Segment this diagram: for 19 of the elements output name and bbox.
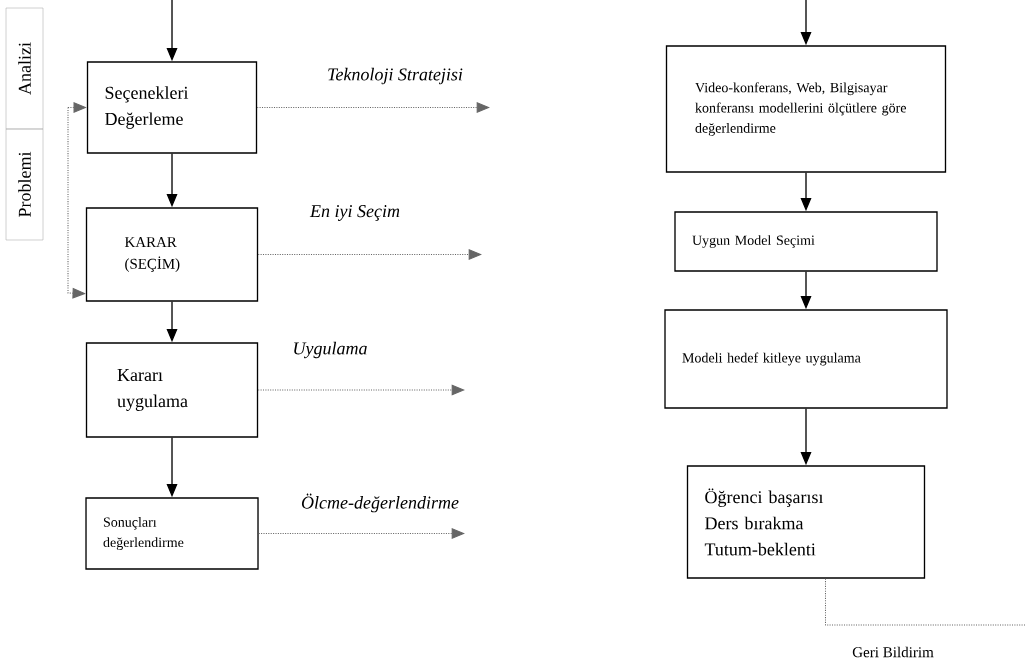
arrow [257,249,482,260]
vertical-label-box: Problemi [5,128,44,241]
arrow [257,384,465,396]
process-box: KARAR (SEÇİM) [85,207,259,302]
edge-label: Teknoloji Stratejisi [325,66,465,86]
edge-label: Ölcme-değerlendirme [299,492,461,514]
process-box: Sonuçları değerlendirme [85,497,259,570]
process-box: Kararı uygulama [85,342,259,438]
edge-label: Geri Bildirim [850,645,936,659]
process-box: Video-konferans, Web, Bilgisayar konferansı modellerini ölçütlere göre değerlendirme [665,45,947,173]
process-box: Modeli hedef kitleye uygulama [664,309,948,409]
arrow [258,528,465,539]
edge-label: En iyi Seçim [308,203,402,223]
arrow [256,102,490,113]
process-box: Öğrenci başarısı Ders bırakma Tutum-beklenti [686,465,926,579]
edge-label: Uygulama [291,340,369,360]
process-box: Seçenekleri Değerleme [86,61,258,154]
process-box: Uygun Model Seçimi [674,211,938,272]
vertical-label-box: Analizi [5,7,44,130]
